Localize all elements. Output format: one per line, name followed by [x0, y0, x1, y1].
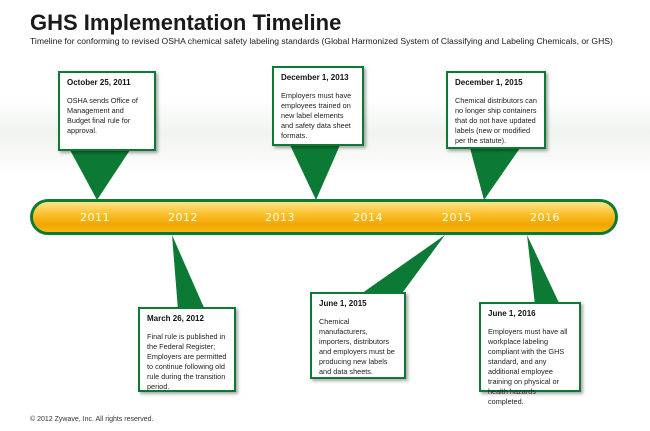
- year-label: 2013: [265, 211, 295, 224]
- milestone-date: June 1, 2016: [488, 309, 536, 318]
- timeline-bar: [30, 199, 618, 235]
- page-title: GHS Implementation Timeline: [30, 10, 342, 35]
- milestone-date: October 25, 2011: [67, 78, 131, 87]
- page-subtitle: Timeline for conforming to revised OSHA …: [30, 36, 613, 46]
- connector-dec-2013: [290, 145, 340, 200]
- year-label: 2014: [353, 211, 383, 224]
- milestone-description: Chemical distributors can no longer ship…: [455, 96, 537, 145]
- year-label: 2015: [442, 211, 472, 224]
- milestone-date: June 1, 2015: [319, 299, 367, 308]
- milestone-description: OSHA sends Office of Management and Budg…: [67, 96, 138, 135]
- connector-dec-2015: [470, 148, 520, 200]
- connector-mar-2012: [172, 235, 205, 310]
- milestone-date: March 26, 2012: [147, 314, 204, 323]
- year-label: 2012: [168, 211, 198, 224]
- connector-jun-2015: [358, 235, 445, 296]
- milestone-description: Employers must have employees trained on…: [281, 91, 352, 140]
- milestone-date: December 1, 2013: [281, 73, 349, 82]
- milestone-card-mar-2012: March 26, 2012 Final rule is published i…: [138, 307, 236, 392]
- milestone-description: Final rule is published in the Federal R…: [147, 332, 227, 391]
- milestone-card-oct-2011: October 25, 2011 OSHA sends Office of Ma…: [58, 71, 156, 151]
- year-label: 2011: [80, 211, 110, 224]
- milestone-card-jun-2015: June 1, 2015 Chemical manufacturers, imp…: [310, 292, 406, 379]
- milestone-card-dec-2015: December 1, 2015 Chemical distributors c…: [446, 71, 546, 149]
- copyright-footer: © 2012 Zywave, Inc. All rights reserved.: [30, 416, 154, 423]
- milestone-date: December 1, 2015: [455, 78, 523, 87]
- milestone-description: Employers must have all workplace labeli…: [488, 327, 568, 406]
- milestone-description: Chemical manufacturers, importers, distr…: [319, 317, 395, 376]
- milestone-card-dec-2013: December 1, 2013 Employers must have emp…: [272, 66, 364, 146]
- year-label: 2016: [530, 211, 560, 224]
- connector-jun-2016: [527, 235, 560, 305]
- milestone-card-jun-2016: June 1, 2016 Employers must have all wor…: [479, 302, 581, 406]
- connector-oct-2011: [70, 150, 130, 200]
